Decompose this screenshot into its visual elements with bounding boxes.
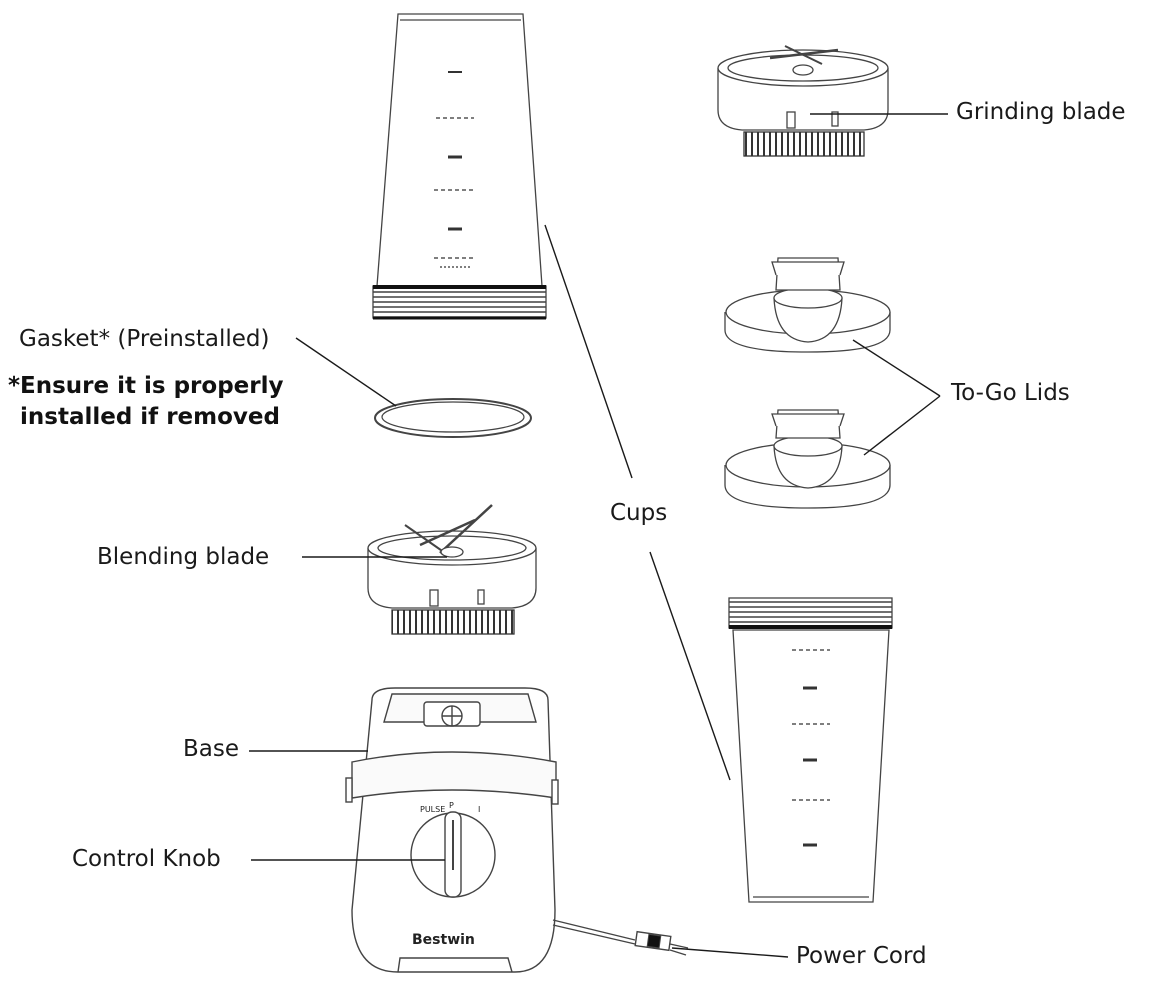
label-to-go-lids: To-Go Lids bbox=[951, 380, 1070, 406]
label-cups: Cups bbox=[610, 500, 668, 526]
gasket-ring bbox=[374, 398, 532, 438]
label-gasket-note-line2: installed if removed bbox=[20, 404, 280, 430]
svg-text:PULSE: PULSE bbox=[420, 805, 445, 814]
label-blending-blade: Blending blade bbox=[97, 544, 270, 570]
short-cup bbox=[728, 597, 893, 903]
leader-gasket bbox=[295, 337, 397, 407]
power-cord bbox=[552, 919, 689, 956]
label-power-cord: Power Cord bbox=[796, 943, 927, 969]
blending-blade-part bbox=[367, 504, 537, 635]
to-go-lid-bottom bbox=[724, 409, 891, 509]
label-gasket: Gasket* (Preinstalled) bbox=[19, 326, 270, 352]
leader-to-go-lid-bottom bbox=[863, 395, 941, 456]
blender-base: PULSE P I Bestwin bbox=[345, 687, 559, 973]
leader-to-go-lid-top bbox=[852, 339, 941, 397]
leader-cups-bottom bbox=[649, 551, 731, 781]
label-grinding-blade: Grinding blade bbox=[956, 99, 1126, 125]
leader-power-cord bbox=[671, 947, 789, 958]
svg-text:Bestwin: Bestwin bbox=[412, 932, 475, 948]
to-go-lid-top bbox=[724, 257, 891, 353]
tall-cup bbox=[372, 13, 547, 320]
leader-lines bbox=[249, 113, 948, 958]
leader-cups-top bbox=[544, 224, 633, 479]
svg-text:I: I bbox=[478, 805, 480, 814]
label-base: Base bbox=[183, 736, 240, 762]
grinding-blade-part bbox=[717, 45, 889, 157]
label-gasket-note-line1: *Ensure it is properly bbox=[8, 373, 284, 399]
svg-text:P: P bbox=[449, 801, 454, 810]
label-control-knob: Control Knob bbox=[72, 846, 221, 872]
